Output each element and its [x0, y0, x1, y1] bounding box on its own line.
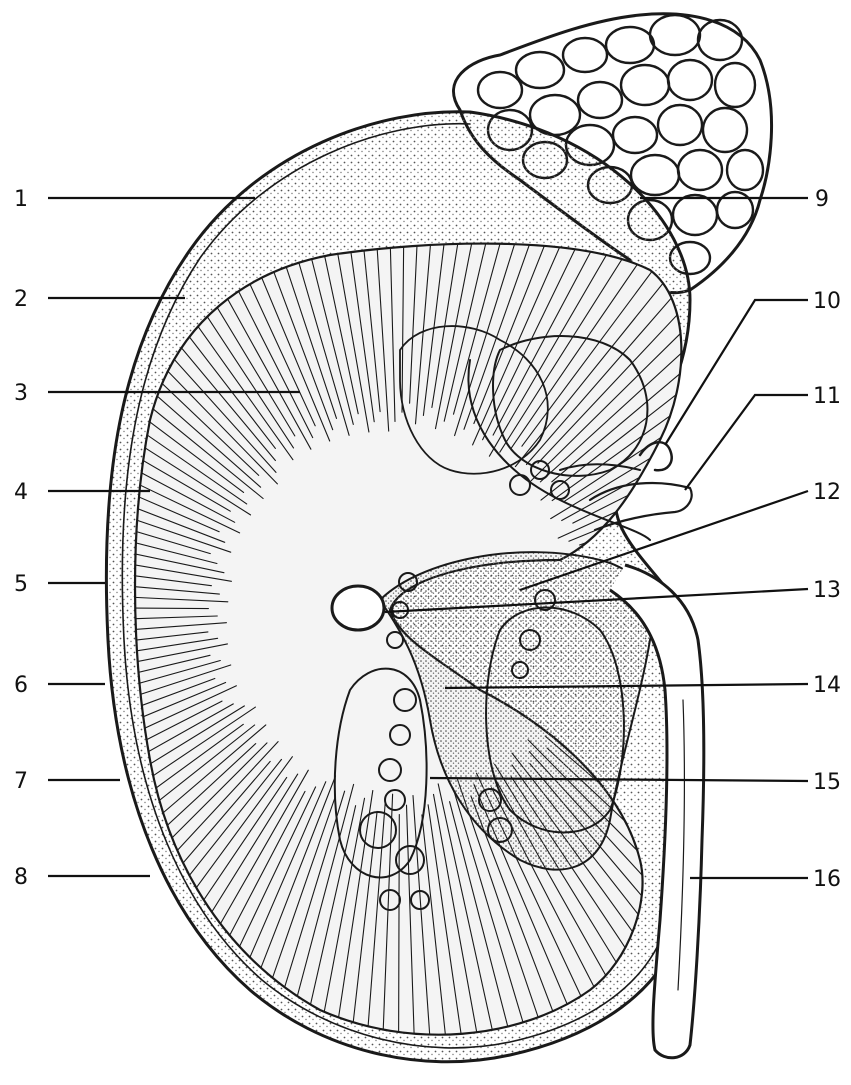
labels-right: 9 10 11 12 13 14 15 16	[813, 187, 841, 892]
label-3: 3	[14, 381, 28, 406]
label-15: 15	[813, 770, 841, 795]
label-4: 4	[14, 480, 28, 505]
label-6: 6	[14, 673, 28, 698]
label-11: 11	[813, 384, 841, 409]
leader-line-11	[685, 395, 808, 490]
label-16: 16	[813, 867, 841, 892]
label-9: 9	[815, 187, 829, 212]
label-7: 7	[14, 769, 28, 794]
label-14: 14	[813, 673, 841, 698]
label-13: 13	[813, 578, 841, 603]
label-2: 2	[14, 287, 28, 312]
label-12: 12	[813, 480, 841, 505]
label-10: 10	[813, 289, 841, 314]
label-5: 5	[14, 572, 28, 597]
label-1: 1	[14, 187, 28, 212]
minor-calyx	[332, 586, 384, 630]
label-8: 8	[14, 865, 28, 890]
labels-left: 1 2 3 4 5 6 7 8	[14, 187, 28, 890]
